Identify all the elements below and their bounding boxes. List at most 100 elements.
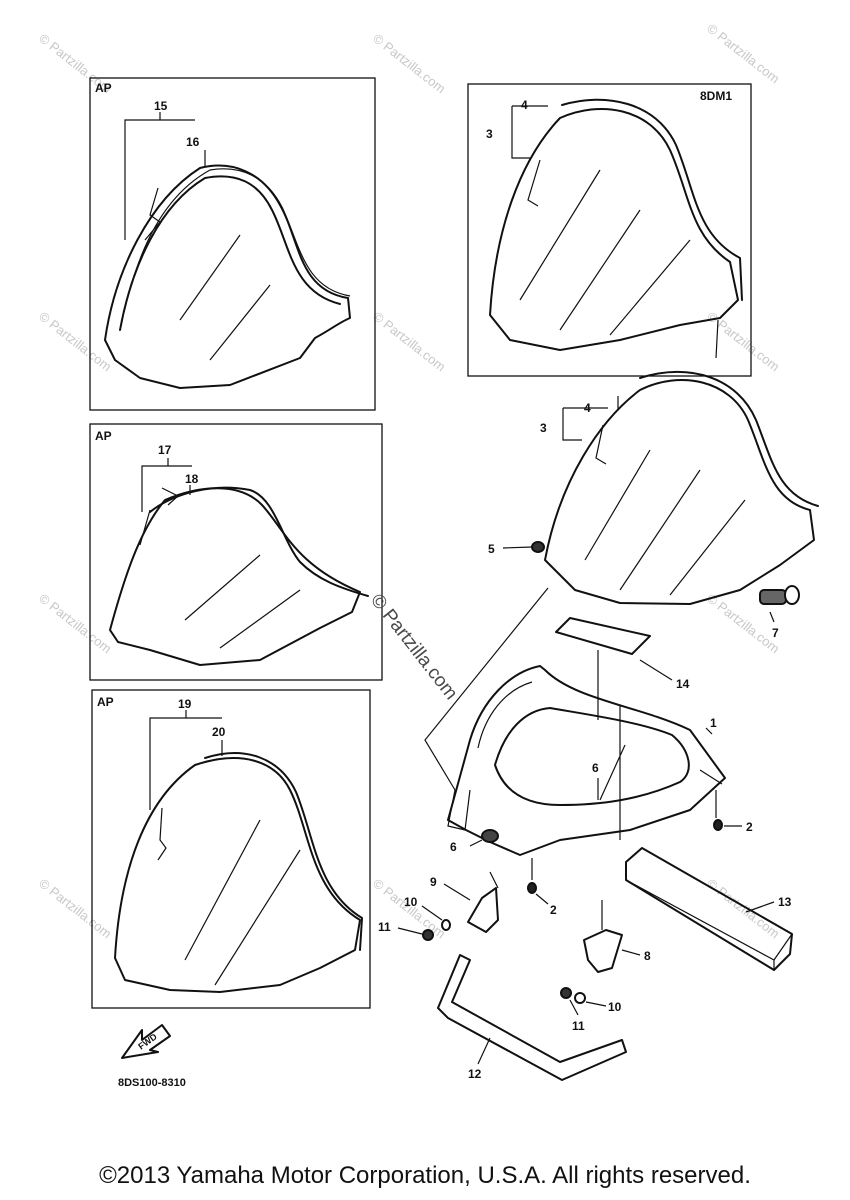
leader-line <box>715 790 742 827</box>
leader-line <box>639 659 673 681</box>
watermark: © Partzilla.com <box>370 309 448 375</box>
callout-2: 2 <box>746 820 753 834</box>
callout-20: 20 <box>212 725 226 739</box>
callout-5: 5 <box>488 542 495 556</box>
foam-strip-13: 13 <box>625 847 793 971</box>
windshield-trim <box>204 752 363 951</box>
panel-ap-windshield-17: AP 17 18 <box>89 423 383 681</box>
washer <box>574 992 586 1004</box>
screw-2-right: 2 <box>713 790 753 834</box>
callout-bracket <box>562 396 619 441</box>
callout-1: 1 <box>710 716 717 730</box>
fwd-arrow-icon <box>121 1024 171 1059</box>
callout-4: 4 <box>584 401 591 415</box>
callout-bracket <box>141 458 192 512</box>
leader-line <box>531 858 549 905</box>
leader-line <box>705 727 713 735</box>
panel-tag: 8DM1 <box>700 89 732 103</box>
windshield-glare <box>179 234 271 361</box>
callout-3: 3 <box>486 127 493 141</box>
leader-line <box>397 927 423 935</box>
cowl-edge <box>477 681 723 785</box>
leader-line <box>421 905 443 921</box>
windshield-outline <box>109 487 361 666</box>
windshield-outline <box>114 757 361 993</box>
callout-6: 6 <box>592 761 599 775</box>
windshield-trim <box>149 486 369 597</box>
watermark: © Partzilla.com <box>36 309 114 375</box>
grommet-6-lower: 6 <box>450 829 499 854</box>
callout-18: 18 <box>185 472 199 486</box>
windshield-glare <box>184 819 301 986</box>
panel-tag: AP <box>95 429 112 443</box>
leader-line <box>601 900 641 956</box>
windshield-trim-outer <box>129 168 351 297</box>
panel-frame <box>467 83 752 377</box>
grommet-6: 6 <box>592 761 599 800</box>
nut <box>560 987 572 999</box>
callout-3: 3 <box>540 421 547 435</box>
strip-edge <box>625 879 793 970</box>
strip-outline <box>437 954 627 1081</box>
panel-8dm1-windshield: 8DM1 4 3 <box>467 83 752 377</box>
rubber-strip-12: 12 <box>437 954 627 1081</box>
watermark: © Partzilla.com <box>36 876 114 942</box>
windshield-trim <box>561 98 743 301</box>
watermark: © Partzilla.com <box>704 876 782 942</box>
center-watermark: © Partzilla.com <box>366 590 461 704</box>
knob-body <box>759 589 787 605</box>
panel-tag: AP <box>97 695 114 709</box>
callout-19: 19 <box>178 697 192 711</box>
leader-line <box>477 1037 491 1065</box>
leader-line <box>569 999 579 1016</box>
windshield-outline <box>489 107 739 351</box>
bracket-8: 8 10 11 <box>560 900 651 1033</box>
watermark: © Partzilla.com <box>370 31 448 97</box>
windshield-bracket <box>595 424 607 465</box>
windshield-glare <box>584 449 746 596</box>
screw-2-lower: 2 <box>527 858 557 917</box>
strip-outline <box>625 847 793 971</box>
callout-bracket <box>124 112 206 240</box>
leader-line <box>469 839 483 847</box>
windshield-bracket <box>157 807 167 861</box>
watermark-layer: © Partzilla.com © Partzilla.com © Partzi… <box>36 21 782 942</box>
windshield-glare <box>519 169 691 336</box>
pad-outline <box>555 617 651 655</box>
callout-2: 2 <box>550 903 557 917</box>
windshield-bracket <box>527 159 719 359</box>
cowl-flange <box>447 789 471 831</box>
panel-ap-windshield-15: AP 15 16 <box>89 77 376 411</box>
callout-bracket <box>149 710 223 810</box>
washer <box>441 919 451 931</box>
cowl-1: 1 <box>424 587 726 856</box>
callout-15: 15 <box>154 99 168 113</box>
leader-line <box>502 546 533 549</box>
windshield-trim-inner <box>119 175 341 331</box>
watermark: © Partzilla.com <box>704 21 782 87</box>
cowl-outline <box>447 665 726 856</box>
panel-frame <box>89 423 383 681</box>
leader-line <box>769 611 775 623</box>
callout-4: 4 <box>521 98 528 112</box>
leader-line <box>443 871 499 901</box>
windshield-trim <box>639 370 819 507</box>
screw-head <box>713 819 723 831</box>
windshield-bracket <box>139 487 180 546</box>
leader-line <box>745 901 775 913</box>
callout-14: 14 <box>676 677 690 691</box>
callout-9: 9 <box>430 875 437 889</box>
windshield-outline <box>104 164 351 389</box>
callout-11: 11 <box>572 1019 585 1033</box>
callout-bracket <box>511 105 548 159</box>
leader-line <box>585 1001 607 1007</box>
bracket-9: 9 10 11 <box>378 871 499 941</box>
callout-8: 8 <box>644 949 651 963</box>
windshield-bracket <box>144 187 161 241</box>
bolt-head <box>531 541 545 553</box>
screw-head <box>527 882 537 894</box>
diagram-code: 8DS100-8310 <box>118 1077 186 1089</box>
pad-14: 14 <box>555 617 690 691</box>
callout-6: 6 <box>450 840 457 854</box>
